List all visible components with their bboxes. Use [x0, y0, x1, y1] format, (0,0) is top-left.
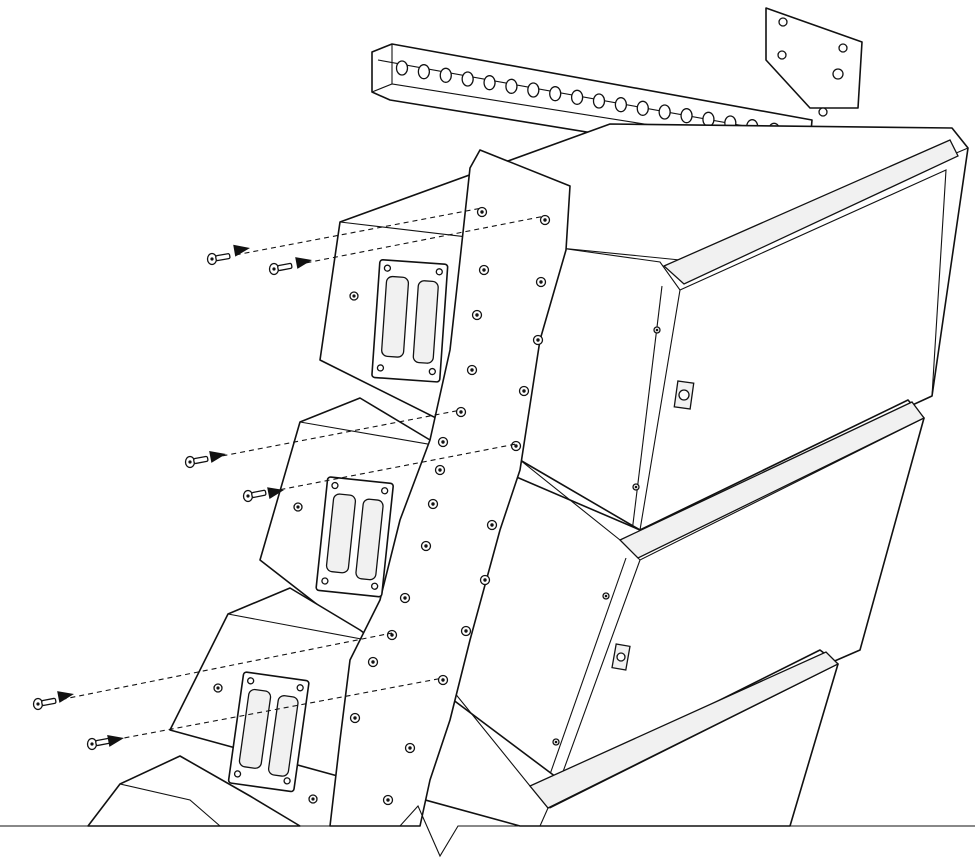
- mounting-screw: [242, 443, 517, 503]
- mounting-screw: [86, 677, 444, 751]
- frame-hole: [395, 60, 409, 76]
- speaker-cabinet-4: [87, 755, 301, 827]
- mounting-screws: [32, 207, 546, 751]
- frame-hole: [636, 100, 649, 116]
- frame-hole: [570, 89, 584, 105]
- frame-hole: [483, 75, 496, 91]
- frame-hole: [527, 82, 540, 98]
- frame-hole: [658, 104, 671, 120]
- carry-handle-1: [371, 259, 449, 383]
- rigging-side-plate: [329, 149, 571, 827]
- mounting-screw: [268, 215, 546, 276]
- frame-hole: [461, 71, 474, 87]
- frame-hole: [505, 78, 518, 94]
- mounting-screw: [32, 632, 393, 711]
- carry-handle-3: [227, 671, 310, 793]
- carry-handle-2: [315, 476, 394, 598]
- mounting-screw: [206, 207, 483, 266]
- frame-hole: [680, 108, 693, 124]
- break-line: [0, 804, 975, 858]
- cabinet-face-holes: [213, 291, 359, 804]
- frame-hole: [592, 93, 606, 109]
- frame-hole: [702, 111, 715, 127]
- frame-hole: [614, 97, 628, 113]
- frame-hole: [439, 67, 452, 83]
- frame-hole: [417, 64, 431, 80]
- plate-holes: [349, 206, 551, 806]
- mounting-screw: [184, 409, 462, 469]
- frame-hole: [549, 86, 562, 102]
